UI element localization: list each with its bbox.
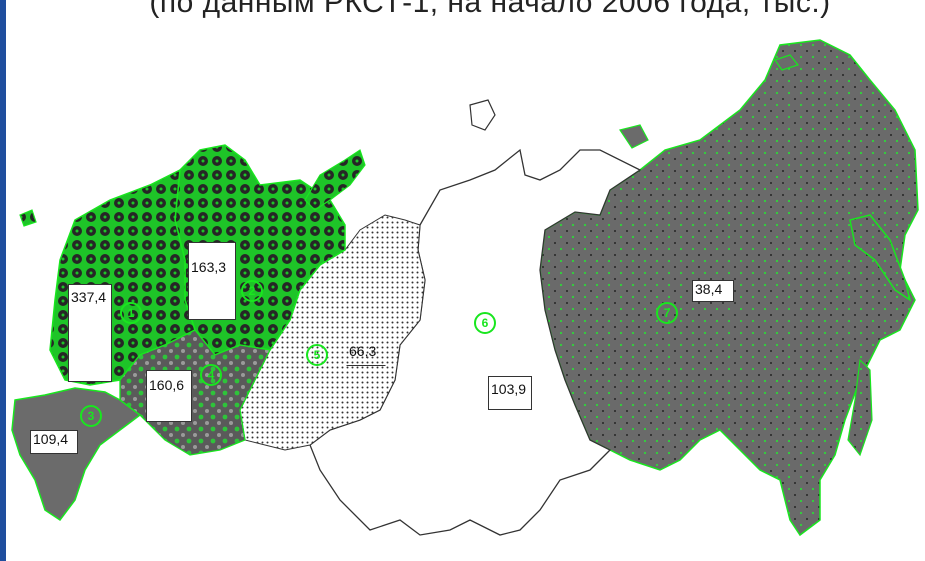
- region-5-value: 66,3: [346, 342, 386, 366]
- region-2-value: 163,3: [188, 242, 236, 320]
- region-4-value: 160,6: [146, 370, 192, 422]
- region-2-number: 2: [241, 280, 263, 302]
- sakhalin: [847, 358, 873, 457]
- novaya-zemlya: [304, 149, 366, 211]
- region-4-volga: [119, 329, 271, 456]
- region-1-number: 1: [120, 302, 142, 324]
- severnaya-zemlya: [469, 99, 496, 131]
- region-7-value: 38,4: [692, 280, 734, 302]
- region-3-number: 3: [80, 405, 102, 427]
- region-7-number: 7: [656, 302, 678, 324]
- region-4-number: 4: [200, 364, 222, 386]
- map-title: (по данным РКСТ-1, на начало 2006 года, …: [149, 0, 831, 19]
- region-3-south: [11, 387, 142, 522]
- region-3-value: 109,4: [30, 430, 78, 454]
- wrangel-island: [774, 54, 800, 71]
- region-6-number: 6: [474, 312, 496, 334]
- region-5-number: 5: [306, 344, 328, 366]
- region-1-value: 337,4: [68, 284, 112, 382]
- slide-frame-edge: [0, 0, 6, 561]
- kamchatka: [849, 214, 912, 302]
- region-6-value: 103,9: [488, 376, 532, 410]
- new-siberian-islands: [619, 124, 649, 149]
- kaliningrad: [19, 209, 37, 227]
